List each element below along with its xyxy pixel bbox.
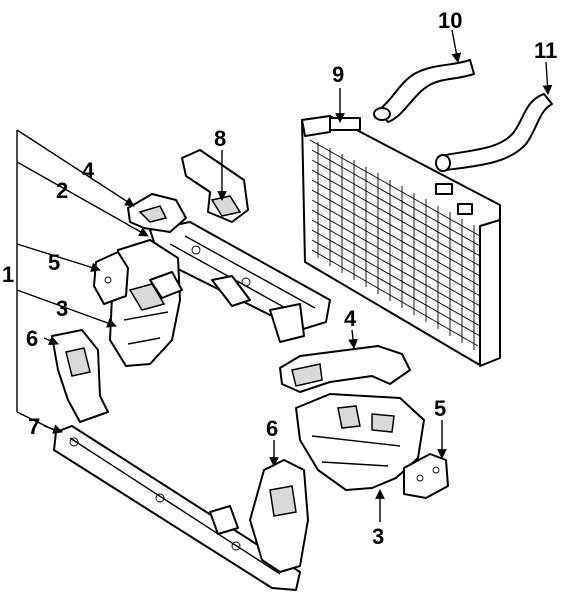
callout-5-left: 5	[48, 250, 60, 275]
lower-radiator-hose	[435, 93, 553, 172]
support-bracket-left	[51, 329, 109, 423]
bracket-right	[403, 453, 449, 499]
bracket-upper	[181, 149, 249, 223]
callout-8: 8	[214, 126, 226, 151]
bracket-left	[93, 251, 129, 305]
callout-4-upper: 4	[82, 158, 95, 183]
callout-1: 1	[2, 262, 14, 287]
callout-6-right: 6	[266, 416, 278, 441]
leader-lines	[16, 29, 553, 522]
callout-6-left: 6	[26, 326, 38, 351]
callout-11: 11	[534, 38, 557, 63]
callout-5-right: 5	[434, 396, 446, 421]
callout-4-lower: 4	[344, 306, 357, 331]
upper-radiator-hose	[373, 59, 475, 123]
air-guide-upper-left	[127, 193, 187, 233]
lower-tie-bar	[53, 425, 301, 591]
air-guide-lower-right	[279, 345, 411, 393]
callout-7: 7	[28, 414, 40, 439]
callout-9: 9	[332, 62, 344, 87]
callout-10: 10	[438, 8, 462, 33]
callout-3-left: 3	[56, 296, 68, 321]
radiator-support-right	[295, 393, 425, 491]
callout-2: 2	[56, 178, 68, 203]
support-bracket-right	[249, 459, 309, 573]
callout-3-right: 3	[372, 524, 384, 549]
